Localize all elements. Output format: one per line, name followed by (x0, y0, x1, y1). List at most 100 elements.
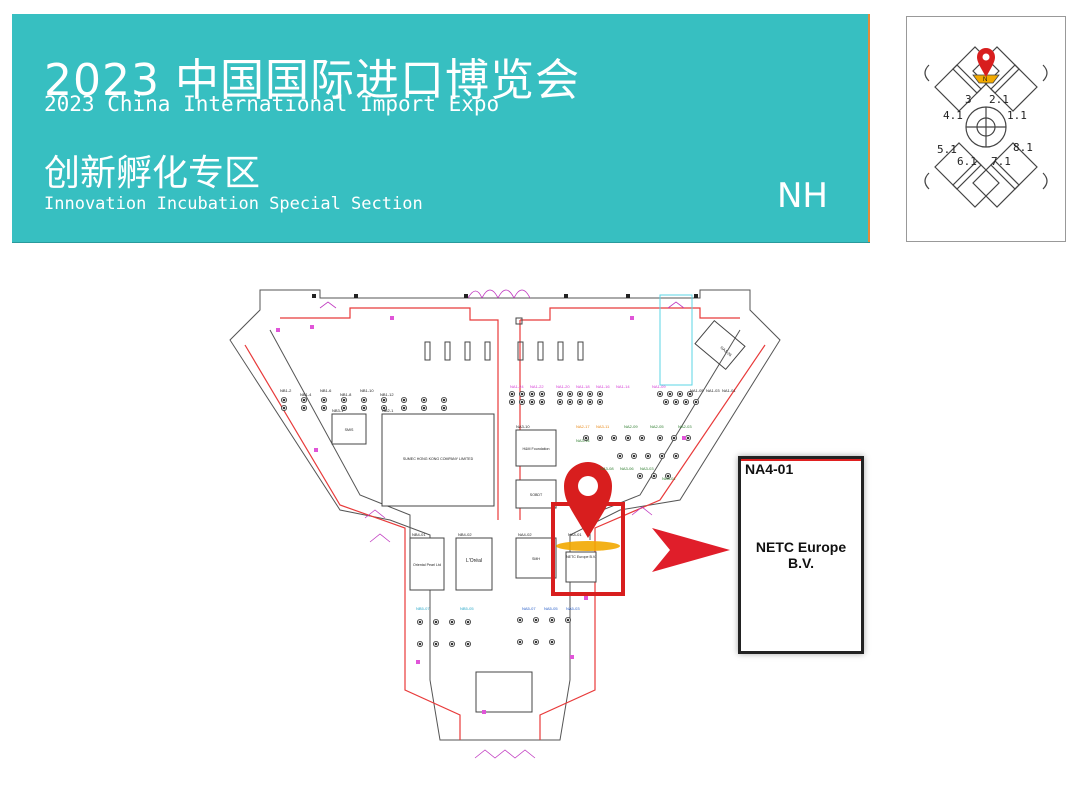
booth-code: NA1-22 (530, 384, 544, 389)
hall-label: 5.1 (937, 143, 957, 156)
booth-code: NA3-14 (576, 438, 590, 443)
booth-marker-dot (598, 400, 602, 404)
booth-marker-dot (558, 392, 562, 396)
booth-code: NA1-03 (706, 388, 720, 393)
booth-marker-dot (652, 474, 656, 478)
booth-marker-dot (442, 398, 446, 402)
booth-marker-dot (422, 406, 426, 410)
booth-code: NB1-6 (320, 388, 332, 393)
callout-exhibitor-name: NETC Europe B.V. (741, 539, 861, 571)
callout-exhibitor-line: NETC Europe (755, 539, 847, 555)
booth-code: NB5-05 (460, 606, 474, 611)
booth-marker-dot (588, 392, 592, 396)
booth-code: NA3-11 (596, 424, 610, 429)
booth-marker-dot (518, 618, 522, 622)
booth-marker-dot (362, 406, 366, 410)
booth-code: NA1-05 (690, 388, 704, 393)
booth-code: NA1-14 (616, 384, 630, 389)
booth-marker-dot (450, 620, 454, 624)
header-banner: 2023 中国国际进口博览会 2023 China International … (12, 14, 870, 242)
section-title-cn: 创新孵化专区 (44, 153, 261, 194)
booth-marker-dot (666, 474, 670, 478)
booth-code: NB3-1 (332, 408, 344, 413)
booth-marker-dot (382, 406, 386, 410)
booth-marker-dot (322, 406, 326, 410)
booth-marker-dot (540, 400, 544, 404)
booth-marker-dot (450, 642, 454, 646)
booth-code: NA2-03 (678, 424, 692, 429)
booth-code: NA1-20 (556, 384, 570, 389)
booth-marker-dot (282, 406, 286, 410)
booth-marker-dot (510, 400, 514, 404)
booth-marker-dot (530, 392, 534, 396)
booth-code: NA3-03 (640, 466, 654, 471)
booth-marker-dot (568, 392, 572, 396)
booth-marker-dot (664, 400, 668, 404)
booth-marker-dot (686, 436, 690, 440)
booth-code: NA3-08 (600, 466, 614, 471)
booth-marker-dot (382, 398, 386, 402)
hall-key-map: N 3 2.1 4.1 1.1 5.1 8.1 6.1 7.1 (906, 16, 1066, 242)
booth-marker-dot (466, 642, 470, 646)
booth-marker-dot (422, 398, 426, 402)
booth-code: NB2-1 (382, 408, 394, 413)
booth-marker-dot (302, 406, 306, 410)
booth-code: NA1-01 (722, 388, 736, 393)
booth-code: NB4-01 (412, 532, 426, 537)
booth-marker-dot (578, 400, 582, 404)
booth-marker-dot (518, 640, 522, 644)
booth-code: NA5-07 (522, 606, 536, 611)
booth-marker-dot (668, 392, 672, 396)
booth-code: NA5-05 (544, 606, 558, 611)
booth-marker-dot (678, 392, 682, 396)
booth-marker-dot (302, 398, 306, 402)
booth-marker-dot (402, 406, 406, 410)
booth-code: NA2-09 (624, 424, 638, 429)
exhibitor-name: L'Oréal (466, 558, 482, 564)
booth-code: NB1-2 (280, 388, 292, 393)
booth-marker-dot (598, 392, 602, 396)
floor-plan-graphic: NB1-2 NB1-4 NB1-6 NB1-8 NB1-10 NB1-12 NA… (229, 289, 781, 759)
key-map-graphic (924, 46, 1048, 208)
hall-code: NH (777, 176, 828, 216)
booth-marker-dot (658, 436, 662, 440)
booth-marker-dot (418, 642, 422, 646)
booth-marker-dot (530, 400, 534, 404)
hall-label: 6.1 (957, 155, 977, 168)
booth-marker-dot (466, 620, 470, 624)
exhibitor-name: SOBDT (530, 493, 543, 497)
booth-marker-dot (534, 618, 538, 622)
exhibitor-name: SMIS (345, 428, 354, 432)
booth-marker-dot (434, 642, 438, 646)
booth-marker-dot (540, 392, 544, 396)
booth-callout: NA4-01 NETC Europe B.V. (738, 456, 864, 654)
booth-marker-dot (402, 398, 406, 402)
booth-code: NA1-26 (719, 345, 733, 358)
booth-marker-dot (694, 400, 698, 404)
expo-title-cn: 2023 中国国际进口博览会 (44, 55, 580, 106)
callout-exhibitor-line: B.V. (788, 555, 814, 571)
floor-plan: NB1-2 NB1-4 NB1-6 NB1-8 NB1-10 NB1-12 NA… (220, 270, 800, 770)
booth-code: NA4-02 (518, 532, 532, 537)
booth-code: NA1-24 (510, 384, 524, 389)
booth-marker-dot (588, 400, 592, 404)
booth-marker-dot (520, 400, 524, 404)
booth-marker-dot (612, 436, 616, 440)
booth-marker-dot (534, 640, 538, 644)
divider (741, 459, 861, 461)
booth-code: NB1-8 (340, 392, 352, 397)
highlight-marker (556, 541, 620, 551)
booth-marker-dot (510, 392, 514, 396)
booth-code: NA2-05 (650, 424, 664, 429)
booth-marker-dot (638, 474, 642, 478)
exhibitor-name: H&M Foundation (523, 447, 550, 451)
booth-marker-dot (520, 392, 524, 396)
booth-marker-dot (578, 392, 582, 396)
booth-code: NB1-12 (380, 392, 394, 397)
exhibitor-name: SUMEC HONG KONG COMPANY LIMITED (403, 457, 474, 461)
booth-code: NA5-03 (566, 606, 580, 611)
booth-code: NA4-01 (568, 532, 582, 537)
booth-marker-dot (418, 620, 422, 624)
booth-code: NA1-16 (596, 384, 610, 389)
arrow-right-icon (652, 528, 730, 572)
